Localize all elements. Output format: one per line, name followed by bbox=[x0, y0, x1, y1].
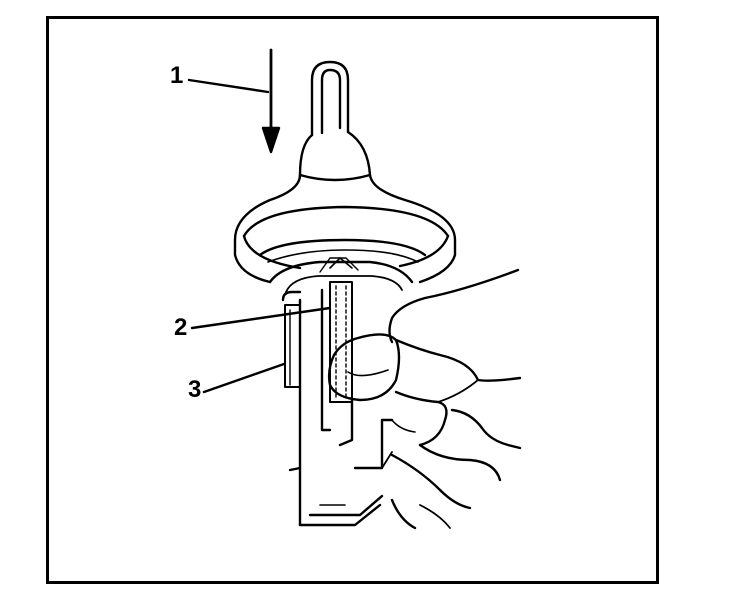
press-direction-arrow bbox=[187, 48, 281, 154]
callout-1-label: 1 bbox=[170, 62, 184, 89]
pressing-hand bbox=[327, 268, 522, 530]
tool-collar bbox=[233, 130, 457, 284]
leader-line-1 bbox=[187, 78, 270, 94]
inner-tab bbox=[190, 281, 354, 447]
callout-3-label: 3 bbox=[188, 376, 202, 403]
leader-line-2 bbox=[190, 306, 332, 330]
connector-body bbox=[268, 257, 414, 527]
leader-line-3 bbox=[202, 362, 286, 394]
arrow-head bbox=[261, 126, 281, 154]
outer-terminal bbox=[202, 304, 301, 394]
callout-2-label: 2 bbox=[174, 314, 188, 341]
tool-stem bbox=[310, 60, 350, 137]
